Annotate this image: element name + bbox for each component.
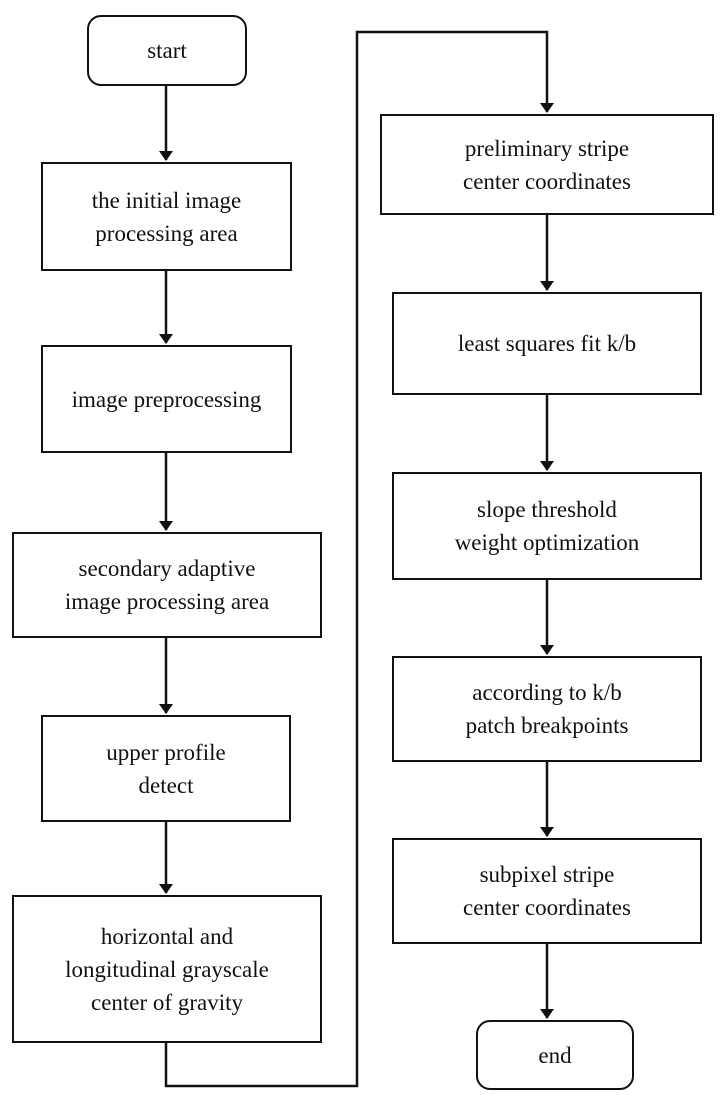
preliminary-stripe-center-box: preliminary stripe center coordinates (380, 114, 714, 215)
upper-profile-detect-box: upper profile detect (41, 715, 291, 822)
slope-threshold-optimization-box: slope threshold weight optimization (392, 472, 702, 580)
start-terminal: start (87, 15, 247, 86)
grayscale-center-of-gravity-box: horizontal and longitudinal grayscale ce… (12, 895, 322, 1043)
connector-gravity-to-preliminary (164, 30, 554, 1088)
initial-image-processing-area-box: the initial image processing area (41, 162, 292, 271)
end-terminal: end (476, 1020, 634, 1090)
subpixel-stripe-center-box: subpixel stripe center coordinates (392, 838, 702, 944)
secondary-adaptive-area-box: secondary adaptive image processing area (12, 532, 322, 638)
least-squares-fit-box: least squares fit k/b (392, 292, 702, 395)
patch-breakpoints-box: according to k/b patch breakpoints (392, 656, 702, 762)
image-preprocessing-box: image preprocessing (41, 345, 292, 453)
